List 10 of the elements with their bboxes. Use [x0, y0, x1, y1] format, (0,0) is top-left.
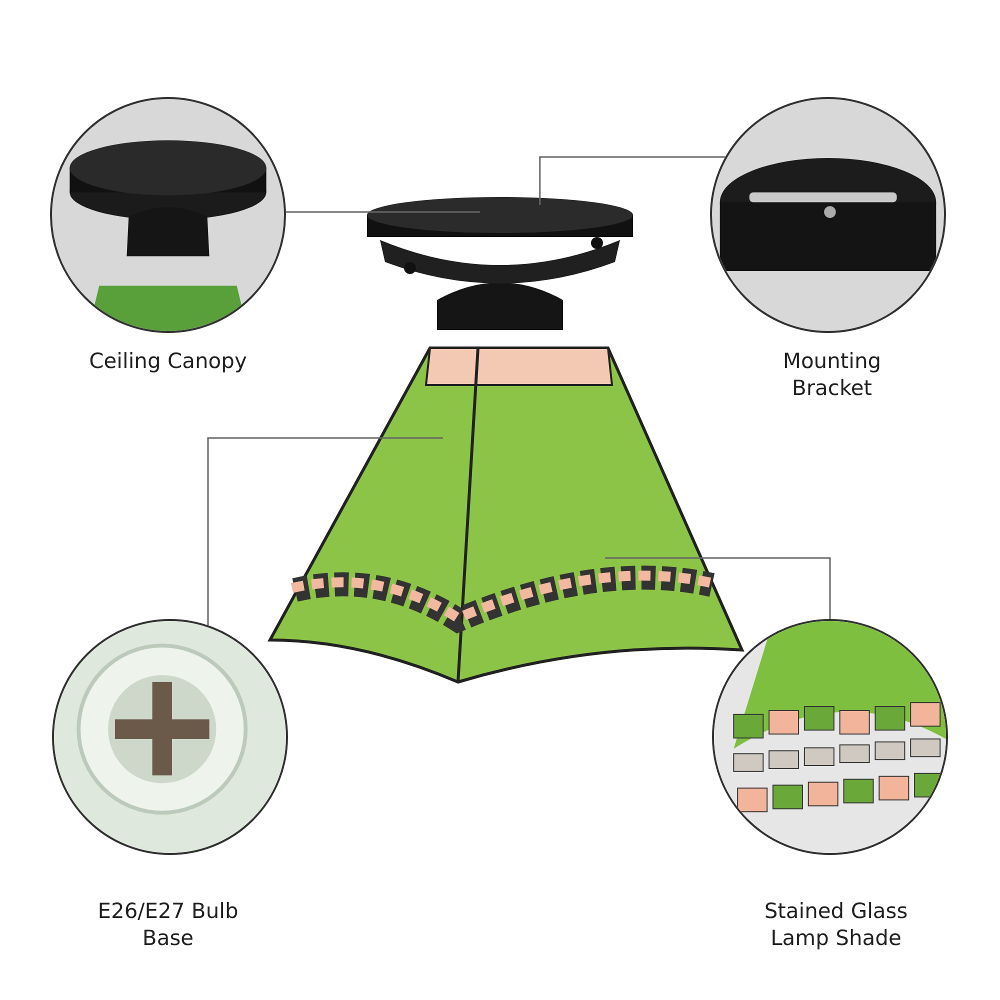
part-label: Stained Glass Lamp Shade — [763, 898, 909, 952]
leader-line — [539, 156, 726, 205]
leader-line — [286, 211, 480, 213]
leader-line — [604, 557, 831, 619]
leader-line — [207, 437, 443, 626]
lamp-shade-drawing — [268, 346, 744, 684]
part-label: Mounting Bracket — [782, 348, 882, 402]
part-label: E26/E27 Bulb Base — [96, 898, 240, 952]
ceiling-canopy-drawing — [367, 197, 633, 330]
part-label: Ceiling Canopy — [88, 348, 248, 375]
